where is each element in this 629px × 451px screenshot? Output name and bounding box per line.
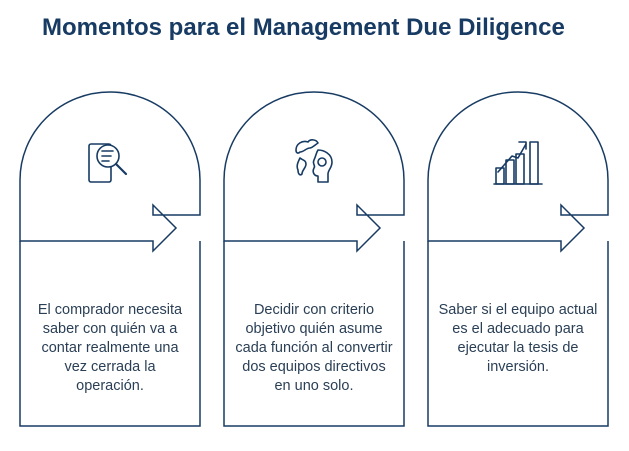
card-2-bottom-shape: [223, 241, 405, 427]
document-search-icon: [88, 143, 128, 183]
card-1-top-shape: [19, 91, 201, 253]
card-2-top-shape: [223, 91, 405, 253]
card-1-text: El comprador necesita saber con quién va…: [37, 302, 183, 394]
card-3-text: Saber si el equipo actual es el adecuado…: [438, 302, 598, 375]
card-2-text: Decidir con criterio objetivo quién asum…: [235, 302, 393, 394]
globe-head-icon: [295, 139, 333, 183]
page-title: Momentos para el Management Due Diligenc…: [42, 14, 565, 41]
card-1-bottom-shape: [19, 241, 201, 427]
growth-chart-icon: [493, 141, 543, 185]
card-3-top-shape: [427, 91, 609, 253]
card-3-bottom-shape: [427, 241, 609, 427]
